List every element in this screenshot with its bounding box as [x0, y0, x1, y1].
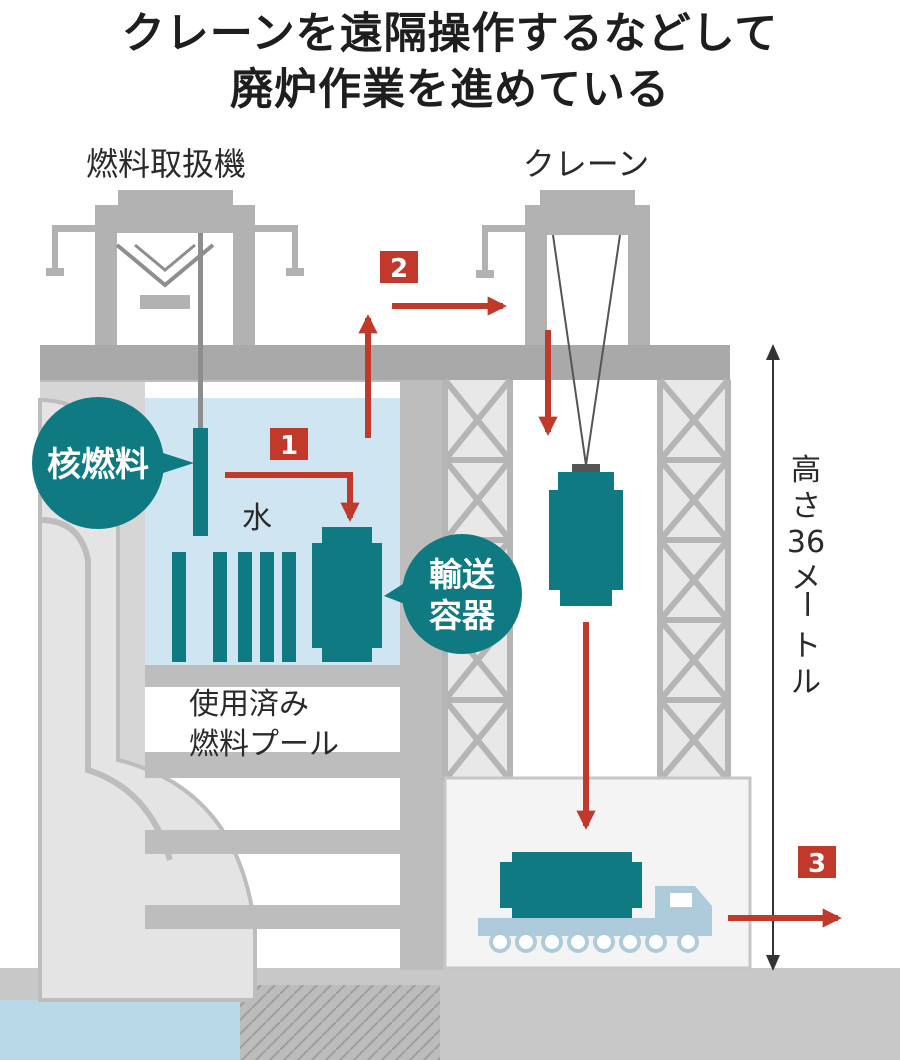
- height-char-6: ト: [791, 629, 821, 664]
- height-char-3: 36: [787, 525, 825, 560]
- step-badge-3: 3: [798, 846, 836, 879]
- step-badge-1: 1: [270, 428, 308, 461]
- operating-floor-beam: [40, 345, 730, 380]
- nuclear-fuel-label: 核燃料: [47, 445, 149, 485]
- transport-cask-lifted: [549, 472, 623, 606]
- step-number-2: 2: [390, 254, 408, 284]
- spent-fuel-rods: [172, 552, 296, 662]
- nuclear-fuel-callout: 核燃料: [32, 397, 194, 529]
- arrow-step-1: [225, 472, 360, 522]
- transport-cask-in-pool: [312, 527, 382, 662]
- crane-label: クレーン: [523, 145, 649, 183]
- height-char-7: ル: [791, 665, 821, 700]
- pool-label-line-1: 使用済み: [189, 687, 309, 722]
- transport-cask-callout: 輸送 容器: [384, 534, 522, 654]
- height-dimension: [766, 344, 780, 971]
- fuel-handling-machine: [46, 190, 304, 428]
- diagram-title: クレーンを遠隔操作するなどして 廃炉作業を進めている: [0, 6, 900, 118]
- step-number-1: 1: [280, 431, 298, 461]
- cask-label-line-1: 輸送: [429, 555, 495, 594]
- step-badge-2: 2: [380, 251, 418, 284]
- building-floors: [145, 380, 445, 970]
- pool-label-line-2: 燃料プール: [189, 727, 339, 762]
- truck-wheels: [489, 931, 699, 953]
- title-line-1: クレーンを遠隔操作するなどして: [121, 9, 779, 59]
- height-label: 高 さ 36 メ ー ト ル: [787, 453, 825, 700]
- height-char-1: 高: [791, 453, 821, 488]
- step-number-3: 3: [808, 849, 826, 879]
- fuel-handler-label: 燃料取扱機: [86, 145, 246, 183]
- nuclear-fuel-assembly: [193, 428, 208, 536]
- process-arrows: [225, 296, 842, 928]
- overhead-crane: [476, 190, 650, 472]
- cask-label-line-2: 容器: [429, 596, 496, 635]
- title-line-2: 廃炉作業を進めている: [230, 65, 670, 115]
- lattice-tower-right: [657, 378, 731, 782]
- height-char-5: ー: [788, 589, 823, 619]
- transport-truck: [478, 852, 712, 953]
- height-char-4: メ: [791, 561, 821, 596]
- height-char-2: さ: [791, 489, 821, 524]
- water-label: 水: [242, 501, 272, 536]
